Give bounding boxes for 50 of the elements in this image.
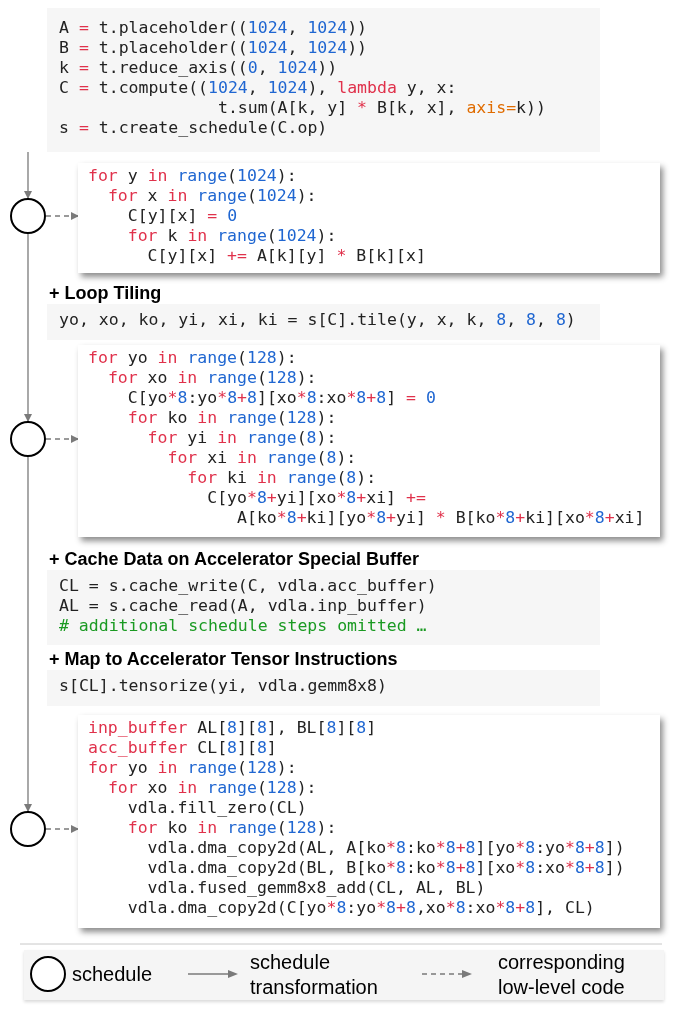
legend-label: schedule transformation: [250, 950, 379, 1000]
low-level-code-panel: [78, 715, 660, 928]
code-line: for yo in range(128):: [88, 348, 297, 368]
code-line: C[y][x] = 0: [126, 206, 238, 226]
code-line: AL = s.cache_read(A, vdla.inp_buffer): [59, 596, 427, 616]
code-line: # additional schedule steps omitted …: [59, 616, 427, 636]
code-line: for y in range(1024):: [88, 166, 297, 186]
dashed-arrow: [45, 212, 79, 220]
low-level-code-panel: [78, 345, 660, 537]
arrow: [24, 456, 32, 812]
code-line: for yo in range(128):: [88, 758, 297, 778]
code-line: for xo in range(128):: [106, 778, 317, 798]
code-line: for xo in range(128):: [106, 368, 317, 388]
code-line: C[y][x] += A[k][y] * B[k][x]: [146, 246, 426, 266]
code-line: CL = s.cache_write(C, vdla.acc_buffer): [59, 576, 437, 596]
code-line: B = t.placeholder((1024, 1024)): [59, 38, 368, 58]
dashed-arrow: [45, 435, 79, 443]
legend-label: schedule: [72, 962, 153, 987]
code-line: for ko in range(128):: [126, 408, 337, 428]
code-line: for k in range(1024):: [126, 226, 337, 246]
code-line: acc_buffer CL[8][8]: [88, 738, 277, 758]
code-line: A[ko*8+ki][yo*8+yi] * B[ko*8+ki][xo*8+xi]: [236, 508, 645, 528]
code-line: for xi in range(8):: [166, 448, 357, 468]
low-level-code-panel: [78, 163, 660, 273]
code-line: A = t.placeholder((1024, 1024)): [59, 18, 368, 38]
section-heading: + Map to Accelerator Tensor Instructions: [48, 648, 398, 670]
legend-label: corresponding low-level code: [498, 950, 626, 1000]
dashed-arrow: [45, 825, 79, 833]
code-line: k = t.reduce_axis((0, 1024)): [59, 58, 338, 78]
code-line: t.sum(A[k, y] * B[k, x], axis=k)): [216, 98, 546, 118]
code-line: C[yo*8:yo*8+8][xo*8:xo*8+8] = 0: [126, 388, 436, 408]
code-line: C[yo*8+yi][xo*8+xi] +=: [206, 488, 426, 508]
section-heading: + Cache Data on Accelerator Special Buffer: [48, 548, 419, 570]
code-line: s = t.create_schedule(C.op): [59, 118, 328, 138]
code-line: s[CL].tensorize(yi, vdla.gemm8x8): [59, 676, 387, 696]
section-heading: + Loop Tiling: [48, 282, 162, 304]
code-line: for x in range(1024):: [106, 186, 317, 206]
code-line: vdla.fill_zero(CL): [126, 798, 307, 818]
code-line: yo, xo, ko, yi, xi, ki = s[C].tile(y, x, k, 8, 8, 8): [59, 310, 576, 330]
arrow: [24, 151, 32, 199]
code-line: vdla.dma_copy2d(BL, B[ko*8:ko*8+8][xo*8:xo*8+8]): [146, 858, 625, 878]
code-line: for ko in range(128):: [126, 818, 337, 838]
code-line: vdla.dma_copy2d(AL, A[ko*8:ko*8+8][yo*8:yo*8+8]): [146, 838, 625, 858]
code-line: vdla.fused_gemm8x8_add(CL, AL, BL): [146, 878, 486, 898]
code-line: C = t.compute((1024, 1024), lambda y, x:: [59, 78, 457, 98]
code-line: for ki in range(8):: [186, 468, 377, 488]
code-line: inp_buffer AL[8][8], BL[8][8]: [88, 718, 377, 738]
code-line: for yi in range(8):: [146, 428, 337, 448]
code-line: vdla.dma_copy2d(C[yo*8:yo*8+8,xo*8:xo*8+8], CL): [126, 898, 595, 918]
arrow: [24, 233, 32, 422]
